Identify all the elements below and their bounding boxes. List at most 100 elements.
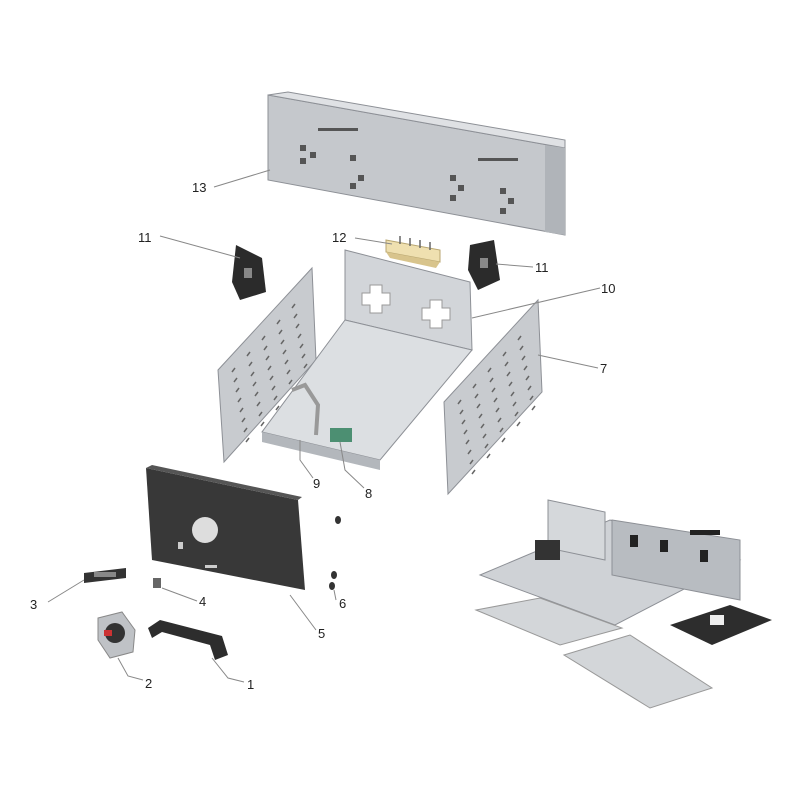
part-3-gasket bbox=[84, 568, 126, 583]
callout-1: 1 bbox=[247, 677, 255, 692]
vent-slot bbox=[525, 375, 530, 381]
vent-slot bbox=[278, 329, 283, 335]
vent-slot bbox=[260, 421, 265, 427]
vent-slot bbox=[493, 397, 498, 403]
vent-slot bbox=[469, 459, 474, 465]
vent-slot bbox=[512, 401, 517, 407]
part-7-side-panel-right bbox=[443, 298, 543, 496]
vent-slot bbox=[237, 397, 242, 403]
vent-slot bbox=[482, 433, 487, 439]
vent-slot bbox=[519, 345, 524, 351]
vent-slot bbox=[491, 387, 496, 393]
vent-slot bbox=[276, 319, 281, 325]
vent-slot bbox=[254, 391, 259, 397]
vent-slot bbox=[275, 405, 280, 411]
part-6-screws bbox=[329, 516, 341, 590]
vent-slot bbox=[517, 335, 522, 341]
vent-slot bbox=[273, 395, 278, 401]
vent-slot bbox=[531, 405, 536, 411]
callout-3: 3 bbox=[30, 597, 38, 612]
vent-slot bbox=[495, 407, 500, 413]
vent-slot bbox=[484, 443, 489, 449]
leader-lines bbox=[47, 169, 601, 683]
vent-slot bbox=[487, 367, 492, 373]
part-11-bracket-left bbox=[232, 245, 266, 300]
vent-slot bbox=[457, 399, 462, 405]
vent-slot bbox=[471, 469, 476, 475]
vent-slot bbox=[245, 437, 250, 443]
vent-slot bbox=[506, 371, 511, 377]
callout-4: 4 bbox=[199, 594, 207, 609]
vent-slot bbox=[529, 395, 534, 401]
callout-12: 12 bbox=[332, 230, 347, 245]
vent-slot bbox=[291, 303, 296, 309]
vent-slot bbox=[516, 421, 521, 427]
vent-slot bbox=[299, 343, 304, 349]
vent-slot bbox=[514, 411, 519, 417]
vent-slot bbox=[263, 345, 268, 351]
vent-slot bbox=[510, 391, 515, 397]
vent-slot bbox=[501, 437, 506, 443]
part-10-chassis bbox=[261, 249, 473, 470]
vent-slot bbox=[256, 401, 261, 407]
part-13-rail bbox=[267, 91, 566, 236]
vent-slot bbox=[265, 355, 270, 361]
vent-slot bbox=[269, 375, 274, 381]
vent-slot bbox=[239, 407, 244, 413]
vent-slot bbox=[243, 427, 248, 433]
inset-assembled-view bbox=[474, 499, 772, 709]
vent-slot bbox=[286, 369, 291, 375]
vent-slot bbox=[231, 367, 236, 373]
vent-slot bbox=[250, 371, 255, 377]
part-1-handle bbox=[148, 620, 228, 660]
vent-slot bbox=[521, 355, 526, 361]
vent-slot bbox=[297, 333, 302, 339]
vent-slot bbox=[527, 385, 532, 391]
vent-slot bbox=[523, 365, 528, 371]
vent-slot bbox=[467, 449, 472, 455]
vent-slot bbox=[246, 351, 251, 357]
part-12-connector bbox=[385, 236, 441, 268]
vent-slot bbox=[271, 385, 276, 391]
vent-slot bbox=[476, 403, 481, 409]
vent-slot bbox=[258, 411, 263, 417]
vent-slot bbox=[267, 365, 272, 371]
vent-slot bbox=[504, 361, 509, 367]
vent-slot bbox=[463, 429, 468, 435]
vent-slot bbox=[282, 349, 287, 355]
callout-8: 8 bbox=[365, 486, 373, 501]
vent-slot bbox=[235, 387, 240, 393]
vent-slot bbox=[497, 417, 502, 423]
part-5-front-panel bbox=[146, 465, 305, 590]
vent-slot bbox=[478, 413, 483, 419]
vent-slot bbox=[489, 377, 494, 383]
vent-slot bbox=[233, 377, 238, 383]
vent-slot bbox=[261, 335, 266, 341]
vent-slot bbox=[284, 359, 289, 365]
vent-slot bbox=[295, 323, 300, 329]
callout-5: 5 bbox=[318, 626, 326, 641]
callout-11-right: 11 bbox=[535, 260, 549, 275]
vent-slot bbox=[499, 427, 504, 433]
callout-7: 7 bbox=[600, 361, 608, 376]
vent-slot bbox=[293, 313, 298, 319]
vent-slot bbox=[502, 351, 507, 357]
callout-11-left: 11 bbox=[138, 230, 152, 245]
part-4-clip bbox=[153, 578, 161, 588]
vent-slot bbox=[303, 363, 308, 369]
vent-slot bbox=[461, 419, 466, 425]
vent-slot bbox=[459, 409, 464, 415]
vent-slot bbox=[288, 379, 293, 385]
vent-slot bbox=[465, 439, 470, 445]
part-2-switch bbox=[97, 611, 136, 659]
callout-9: 9 bbox=[313, 476, 321, 491]
vent-slot bbox=[280, 339, 285, 345]
callout-2: 2 bbox=[145, 676, 153, 691]
callout-13: 13 bbox=[192, 180, 207, 195]
vent-slot bbox=[480, 423, 485, 429]
vent-slot bbox=[508, 381, 513, 387]
vent-slot bbox=[486, 453, 491, 459]
vent-slot bbox=[472, 383, 477, 389]
part-7-side-panel-left bbox=[217, 266, 317, 464]
